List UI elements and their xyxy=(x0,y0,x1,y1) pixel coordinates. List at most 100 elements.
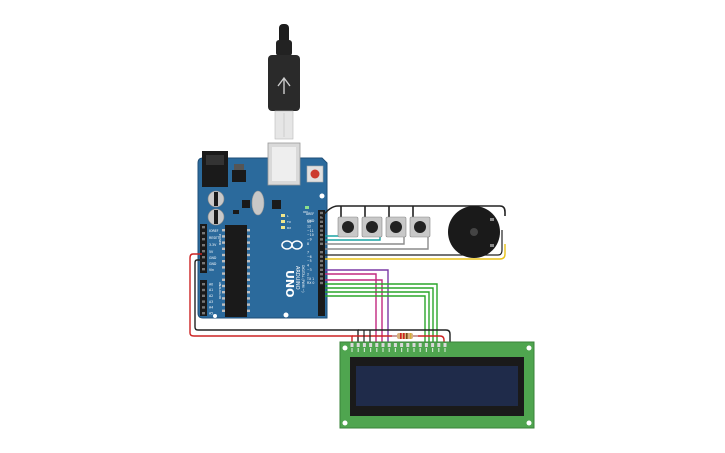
digital-pin[interactable] xyxy=(320,277,323,280)
analog-pin[interactable] xyxy=(202,300,205,303)
lcd-pin-label-mark xyxy=(444,348,446,352)
capacitor-1-mark xyxy=(214,192,218,206)
reset-button-cap[interactable] xyxy=(310,169,320,179)
lcd-pin[interactable] xyxy=(406,343,410,347)
digital-pin[interactable] xyxy=(320,238,323,241)
arduino-uno-board[interactable]: ARDUINO UNO L TX RX ON AREF GND 1312~11~… xyxy=(197,142,328,319)
power-pin[interactable] xyxy=(202,238,205,241)
wire-pin8-buzzer[interactable] xyxy=(325,244,506,260)
piezo-buzzer[interactable] xyxy=(448,206,500,258)
wires[interactable] xyxy=(189,205,506,344)
digital-pin-label: 4 xyxy=(307,264,309,268)
lcd-pin[interactable] xyxy=(381,343,385,347)
wire-pin5-lcd[interactable] xyxy=(325,279,383,344)
lcd-pin[interactable] xyxy=(387,343,391,347)
usb-cable[interactable] xyxy=(268,24,300,140)
wire-pin1-lcd[interactable] xyxy=(325,295,426,344)
mount-hole-2 xyxy=(283,312,289,318)
lcd-pin[interactable] xyxy=(437,343,441,347)
wire-gnd-lcd[interactable] xyxy=(194,259,359,344)
analog-pin-label: A4 xyxy=(209,306,213,310)
lcd-pin[interactable] xyxy=(356,343,360,347)
wire-pin3-lcd[interactable] xyxy=(325,287,434,344)
digital-pin[interactable] xyxy=(320,259,323,263)
wire-pin4-lcd[interactable] xyxy=(325,283,438,344)
atmega-pin xyxy=(222,291,225,294)
lcd-pin[interactable] xyxy=(400,343,404,347)
lcd-pin[interactable] xyxy=(350,343,354,347)
lcd-pin[interactable] xyxy=(362,343,366,347)
mount-hole-1 xyxy=(319,193,325,199)
digital-pin[interactable] xyxy=(320,268,323,271)
gnd2-label: GND xyxy=(209,262,217,266)
wire-buzzer-gnd[interactable] xyxy=(322,230,503,256)
power-pin[interactable] xyxy=(202,244,205,247)
push-button-4[interactable] xyxy=(409,216,431,238)
push-button-2[interactable] xyxy=(361,216,383,238)
atmega-pin xyxy=(222,303,225,306)
analog-pin[interactable] xyxy=(202,312,205,315)
lcd-pin-label-mark xyxy=(382,348,384,352)
digital-pin[interactable] xyxy=(320,211,323,215)
atmega-pin xyxy=(247,272,250,275)
lcd-16x2[interactable] xyxy=(339,341,535,429)
power-pin[interactable] xyxy=(202,232,205,235)
analog-pin[interactable] xyxy=(202,288,205,292)
buzzer-pin-2 xyxy=(490,244,494,247)
analog-header-pins xyxy=(202,283,205,315)
digital-pin[interactable] xyxy=(320,220,323,223)
digital-pin[interactable] xyxy=(320,264,323,267)
digital-pin[interactable] xyxy=(320,251,323,254)
wire-gnd-rail[interactable] xyxy=(321,205,506,218)
digital-pin[interactable] xyxy=(320,273,323,276)
atmega-pin xyxy=(222,297,225,300)
lcd-pin[interactable] xyxy=(369,343,373,347)
lcd-pin[interactable] xyxy=(418,343,422,347)
lcd-pin[interactable] xyxy=(424,343,428,347)
digital-title: DIGITAL (PWM ~) xyxy=(301,265,305,292)
lcd-pin-label-mark xyxy=(407,348,409,352)
analog-pin[interactable] xyxy=(202,294,205,297)
buzzer-hole xyxy=(470,228,478,236)
wire-5v-lcd-a[interactable] xyxy=(352,335,445,344)
analog-pin[interactable] xyxy=(202,306,205,309)
digital-pin[interactable] xyxy=(320,281,323,285)
lcd-pin[interactable] xyxy=(443,343,447,347)
wire-pin7-lcd[interactable] xyxy=(325,269,389,344)
reset-label: RESET xyxy=(209,236,219,240)
power-pin[interactable] xyxy=(202,262,205,265)
digital-pin-label: 12 xyxy=(307,224,311,228)
lcd-pin-label-mark xyxy=(425,348,427,352)
atmega-pin xyxy=(247,291,250,294)
digital-pin[interactable] xyxy=(320,216,323,219)
push-button-3[interactable] xyxy=(385,216,407,238)
power-pin[interactable] xyxy=(202,250,205,253)
wire-gnd-lcd-k[interactable] xyxy=(358,329,451,344)
digital-pin[interactable] xyxy=(320,229,323,232)
digital-pin[interactable] xyxy=(320,255,323,258)
power-pin[interactable] xyxy=(202,256,205,259)
power-pin[interactable] xyxy=(202,226,205,229)
resistor-band-2 xyxy=(403,333,405,339)
led-rx-label: RX xyxy=(287,226,291,230)
lcd-pin[interactable] xyxy=(431,343,435,347)
lcd-pin[interactable] xyxy=(393,343,397,347)
wire-pin2-lcd[interactable] xyxy=(325,291,430,344)
digital-pin[interactable] xyxy=(320,225,323,228)
usb-b-port-inner xyxy=(272,147,296,181)
digital-pin[interactable] xyxy=(320,242,323,245)
wire-5v-lcd[interactable] xyxy=(189,253,353,344)
push-buttons[interactable] xyxy=(337,216,431,238)
wire-pin6-lcd[interactable] xyxy=(325,273,377,344)
analog-pin[interactable] xyxy=(202,283,205,286)
push-button-1[interactable] xyxy=(337,216,359,238)
lcd-pin[interactable] xyxy=(412,343,416,347)
digital-pin[interactable] xyxy=(320,233,323,237)
lcd-pin[interactable] xyxy=(375,343,379,347)
lcd-screen xyxy=(356,366,518,406)
power-pin[interactable] xyxy=(202,268,205,271)
ioref-label: IOREF xyxy=(209,229,219,233)
resistor[interactable] xyxy=(392,333,418,339)
